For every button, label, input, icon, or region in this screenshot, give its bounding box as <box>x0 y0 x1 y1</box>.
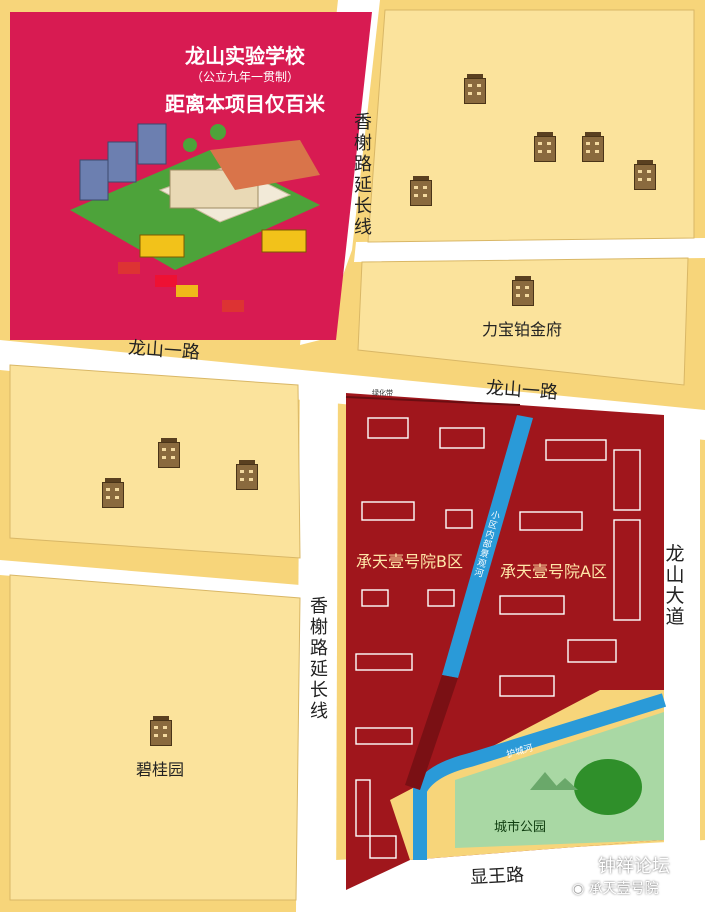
school-bus-1 <box>139 234 185 258</box>
road-connector <box>354 238 705 262</box>
park-hill-2 <box>552 778 578 790</box>
school-bus-2 <box>261 229 307 253</box>
road-label-longshan-dadao: 龙山大道 <box>665 543 685 628</box>
park-forest <box>574 759 642 815</box>
building-icon <box>464 74 486 104</box>
road-longshan-dadao <box>664 410 700 912</box>
green-belt-line <box>345 396 521 406</box>
unit-b9 <box>355 779 371 837</box>
road-xiangshu-south <box>296 370 338 912</box>
zone-a-label: 承天壹号院A区 <box>500 562 607 581</box>
unit-b3 <box>361 501 415 521</box>
moat <box>413 693 667 860</box>
school-car-2 <box>155 275 177 287</box>
block-west-north <box>9 364 301 559</box>
unit-b10 <box>369 835 397 859</box>
green-belt-label: 绿化带 <box>372 389 393 397</box>
zone-b-label: 承天壹号院B区 <box>356 552 463 571</box>
unit-b1 <box>367 417 409 439</box>
road-label-xianwang: 显王路 <box>469 864 525 889</box>
unit-b6 <box>427 589 455 607</box>
school-court <box>210 140 320 190</box>
building-icon <box>236 460 258 490</box>
road-minor <box>0 560 300 600</box>
watermark-forum: 钟祥论坛 <box>598 856 670 877</box>
unit-b8 <box>355 727 413 745</box>
school-note: （公立九年一贯制） <box>190 70 299 84</box>
building-icon <box>150 716 172 746</box>
project-units <box>355 417 641 859</box>
inner-river <box>442 415 533 678</box>
unit-a1 <box>545 439 607 461</box>
place-city-park: 城市公园 <box>494 820 547 835</box>
school-tree <box>210 124 226 140</box>
unit-a6 <box>613 449 641 511</box>
road-label-xiangshu-north: 香榭路延长线 <box>354 112 372 238</box>
unit-a2 <box>519 511 583 531</box>
unit-b5 <box>361 589 389 607</box>
building-icon <box>410 176 432 206</box>
school-dorm-1 <box>79 159 109 201</box>
school-distance: 距离本项目仅百米 <box>165 92 325 116</box>
unit-b7 <box>355 653 413 671</box>
unit-a7 <box>613 519 641 621</box>
place-biguiyuan: 碧桂园 <box>136 760 185 779</box>
unit-a4 <box>567 639 617 663</box>
unit-b4 <box>445 509 473 529</box>
school-dorm-2 <box>107 141 137 183</box>
block-libao <box>357 257 689 386</box>
school-name: 龙山实验学校 <box>185 44 305 68</box>
unit-b2 <box>439 427 485 449</box>
school-tree-2 <box>183 138 197 152</box>
block-north <box>367 9 695 243</box>
building-icon <box>158 438 180 468</box>
road-label-longshan-yilu-east: 龙山一路 <box>485 377 559 404</box>
school-car-3 <box>176 285 198 297</box>
building-icon <box>634 160 656 190</box>
building-icon <box>582 132 604 162</box>
unit-a5 <box>499 675 555 697</box>
watermark-account: ◉ 承天壹号院 <box>572 878 659 898</box>
school-dorm-3 <box>137 123 167 165</box>
school-car-4 <box>222 300 244 312</box>
building-icon <box>102 478 124 508</box>
school-car-1 <box>118 262 140 274</box>
unit-a3 <box>499 595 565 615</box>
park-hill-1 <box>530 772 560 790</box>
wechat-icon: ◉ <box>572 881 589 897</box>
watermark-account-text: 承天壹号院 <box>588 881 659 897</box>
road-label-xiangshu-south: 香榭路延长线 <box>310 596 328 722</box>
building-icon <box>512 276 534 306</box>
river-channel <box>405 675 458 790</box>
building-icon <box>534 132 556 162</box>
road-label-longshan-yilu-west: 龙山一路 <box>127 337 201 364</box>
place-libao: 力宝铂金府 <box>482 320 563 339</box>
